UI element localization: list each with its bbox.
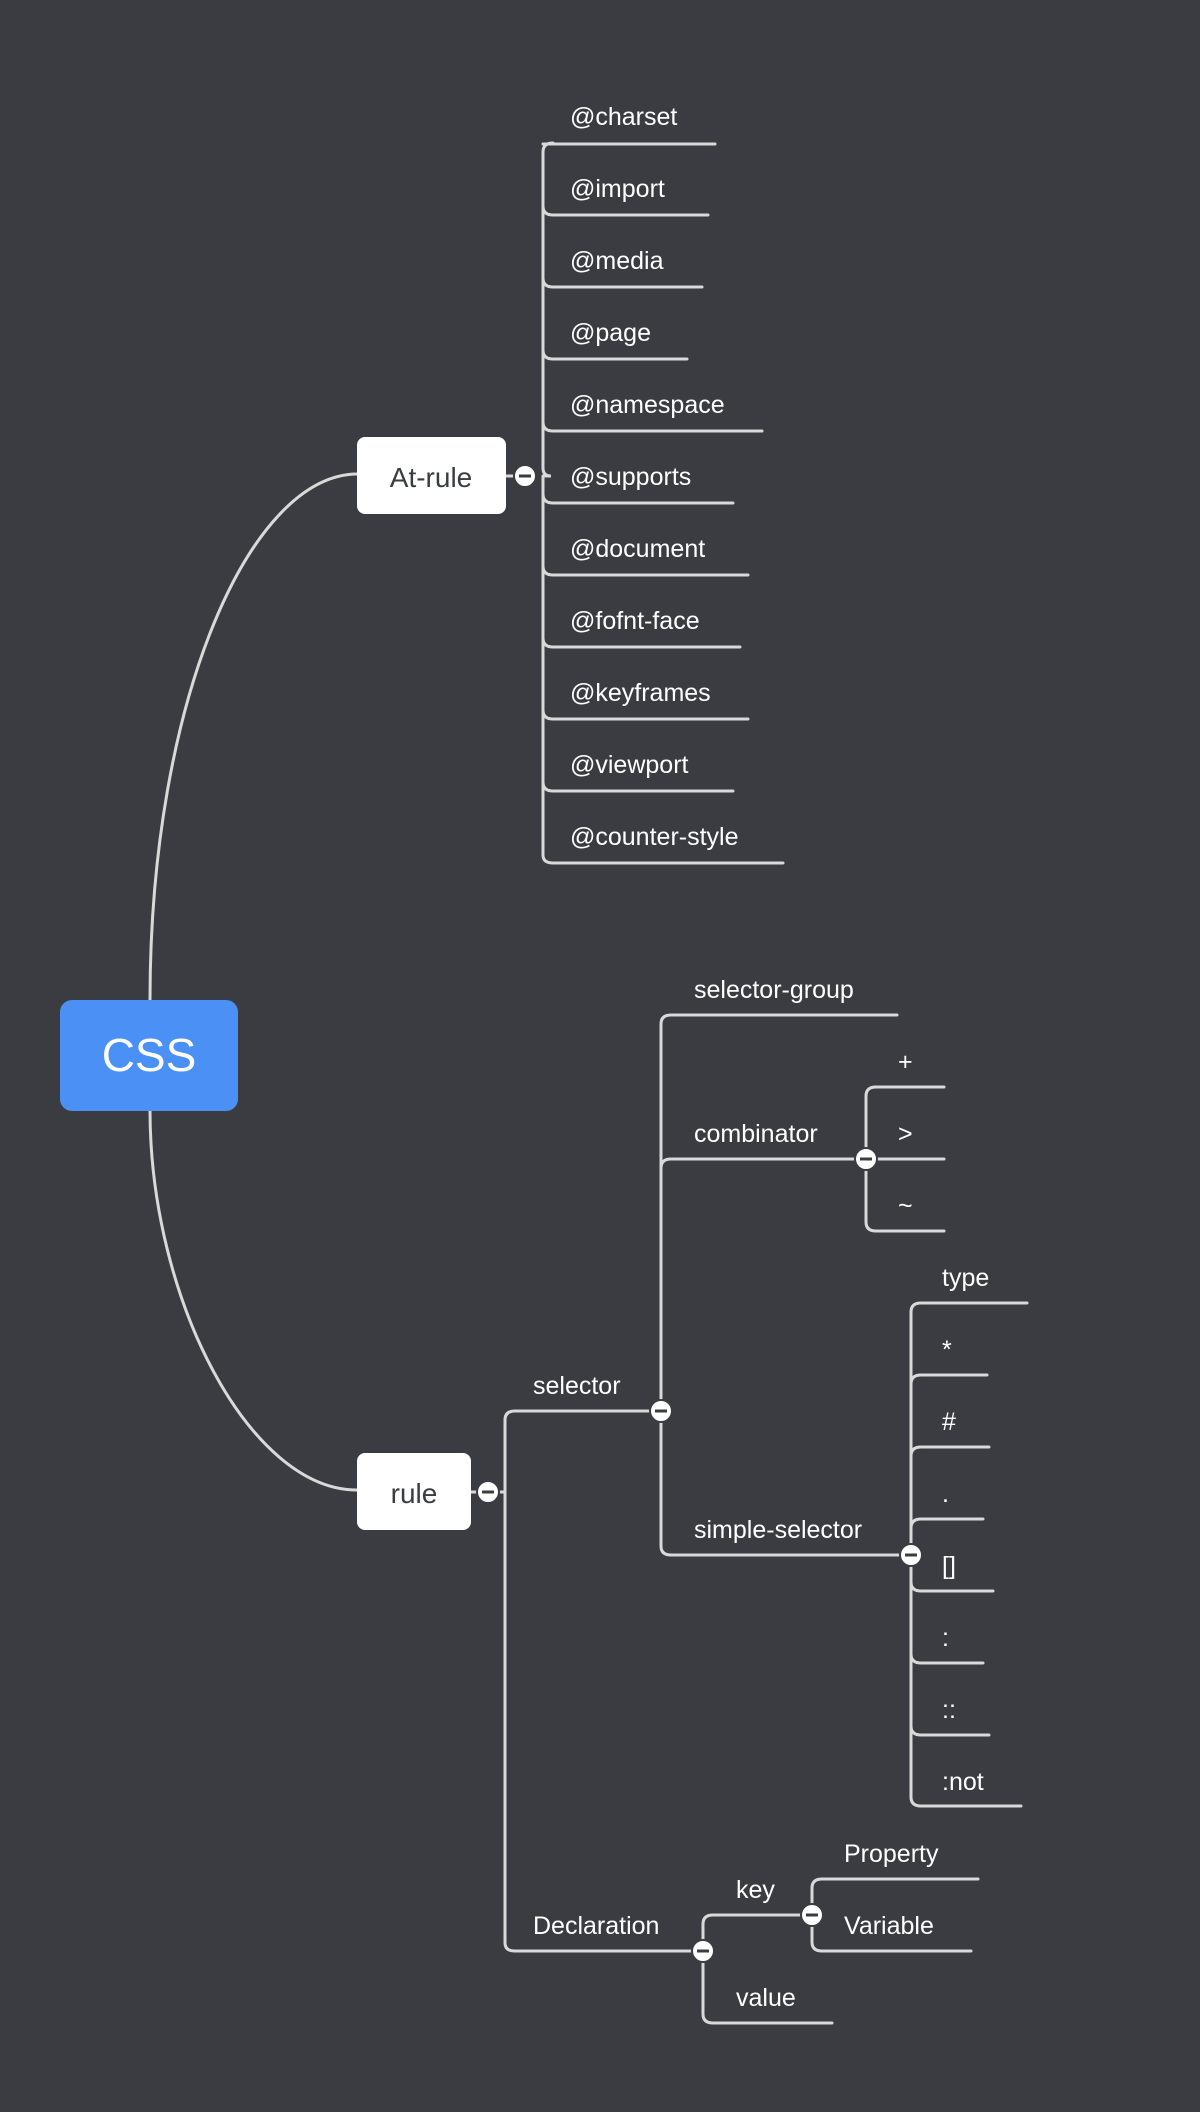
rule-label: rule <box>391 1478 438 1509</box>
at-rule-child[interactable]: @charset <box>570 103 677 131</box>
at-rule-children: @charset @import @media @page @namespace… <box>570 103 739 851</box>
at-rule-box <box>357 437 506 514</box>
rule-bracket <box>503 1409 705 1953</box>
at-rule-child[interactable]: @supports <box>570 463 691 491</box>
simple-selector-child[interactable]: : <box>942 1624 949 1652</box>
simple-selector-bracket <box>909 1301 1029 1808</box>
declaration-label[interactable]: Declaration <box>533 1912 659 1940</box>
simple-selector-child[interactable]: # <box>942 1408 956 1436</box>
root-box <box>60 1000 238 1111</box>
at-rule-child[interactable]: @keyframes <box>570 679 711 707</box>
simple-selector-collapse-button[interactable] <box>899 1543 923 1567</box>
value-label[interactable]: value <box>736 1984 796 2012</box>
at-rule-child[interactable]: @import <box>570 175 665 203</box>
at-rule-node[interactable]: At-rule <box>357 437 506 514</box>
at-rule-collapse-button[interactable] <box>513 464 537 488</box>
simple-selector-label[interactable]: simple-selector <box>694 1516 862 1544</box>
combinator-child[interactable]: > <box>898 1120 913 1148</box>
declaration-bracket <box>701 1913 834 2025</box>
simple-selector-child[interactable]: type <box>942 1264 989 1292</box>
key-child[interactable]: Variable <box>844 1912 934 1940</box>
rule-node[interactable]: rule <box>357 1453 471 1530</box>
simple-selector-leaf-lines <box>909 1373 995 1737</box>
at-rule-child[interactable]: @document <box>570 535 705 563</box>
at-rule-child[interactable]: @viewport <box>570 751 689 779</box>
simple-selector-child[interactable]: . <box>942 1480 949 1508</box>
declaration-collapse-button[interactable] <box>691 1939 715 1963</box>
root-label: CSS <box>102 1029 197 1081</box>
root-node[interactable]: CSS <box>60 1000 238 1111</box>
at-rule-child[interactable]: @media <box>570 247 664 275</box>
at-rule-label: At-rule <box>390 462 472 493</box>
simple-selector-child[interactable]: * <box>942 1336 952 1364</box>
at-rule-child[interactable]: @page <box>570 319 651 347</box>
selector-bracket <box>659 1013 913 1557</box>
at-rule-child[interactable]: @fofnt-face <box>570 607 700 635</box>
key-bracket <box>810 1877 980 1953</box>
simple-selector-child[interactable]: [] <box>942 1552 956 1580</box>
selector-label[interactable]: selector <box>533 1372 621 1400</box>
combinator-child[interactable]: ~ <box>898 1192 913 1220</box>
key-label[interactable]: key <box>736 1876 775 1904</box>
rule-box <box>357 1453 471 1530</box>
simple-selector-child[interactable]: :not <box>942 1768 984 1796</box>
simple-selector-child[interactable]: :: <box>942 1696 956 1724</box>
connector-root-rule <box>148 1108 359 1492</box>
at-rule-leaf-lines <box>541 142 785 865</box>
key-collapse-button[interactable] <box>800 1903 824 1927</box>
selector-group-label[interactable]: selector-group <box>694 976 854 1004</box>
combinator-collapse-button[interactable] <box>854 1147 878 1171</box>
at-rule-child[interactable]: @namespace <box>570 391 725 419</box>
combinator-bracket <box>864 1085 946 1233</box>
at-rule-child[interactable]: @counter-style <box>570 823 739 851</box>
combinator-label[interactable]: combinator <box>694 1120 818 1148</box>
rule-collapse-button[interactable] <box>476 1480 500 1504</box>
selector-collapse-button[interactable] <box>649 1399 673 1423</box>
combinator-line <box>659 1157 868 1170</box>
combinator-child[interactable]: + <box>898 1048 913 1076</box>
key-child[interactable]: Property <box>844 1840 939 1868</box>
connector-root-at-rule <box>148 472 359 1002</box>
